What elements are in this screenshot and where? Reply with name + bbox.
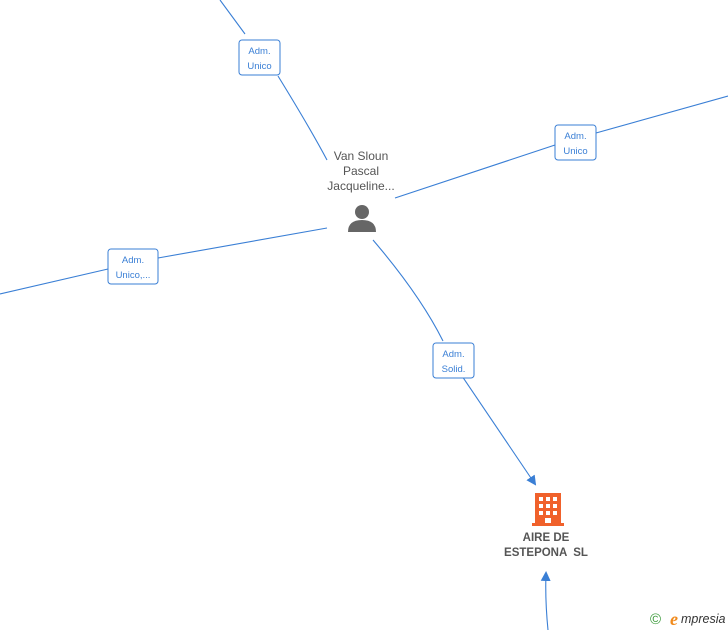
person-name-line3: Jacqueline... [327,179,394,193]
edge-to-company [372,239,444,342]
person-name-line1: Van Sloun [334,149,389,163]
rel-label-right-line2: Unico [563,146,587,157]
brand-watermark: © e mpresia [650,609,726,629]
company-name-line1: AIRE DE [523,532,570,544]
person-name-line2: Pascal [343,164,379,178]
rel-label-top-line2: Unico [247,61,271,72]
company-node[interactable]: AIRE DE ESTEPONA SL [504,493,588,559]
company-name-line2: ESTEPONA SL [504,547,588,559]
rel-label-company-line2: Solid. [442,364,466,375]
person-icon [348,205,376,232]
edge-from-bottom [540,571,551,630]
edge-top [219,0,328,161]
rel-label-top-line1: Adm. [248,46,270,57]
edge-to-company-arrow [461,375,537,486]
rel-label-right[interactable]: Adm. Unico [554,124,597,161]
brand-name: mpresia [681,612,726,626]
rel-label-left[interactable]: Adm. Unico,... [107,248,159,285]
rel-label-left-line1: Adm. [122,255,144,266]
edge-right [394,95,728,199]
person-node[interactable]: Van Sloun Pascal Jacqueline... [327,149,395,232]
rel-label-top[interactable]: Adm. Unico [238,39,281,76]
building-icon [532,493,564,526]
rel-label-company[interactable]: Adm. Solid. [432,342,475,379]
rel-label-right-line1: Adm. [564,131,586,142]
brand-logo-letter: e [670,609,678,629]
copyright-icon: © [650,611,661,628]
edge-left [0,227,328,295]
rel-label-company-line1: Adm. [442,349,464,360]
rel-label-left-line2: Unico,... [116,270,151,281]
